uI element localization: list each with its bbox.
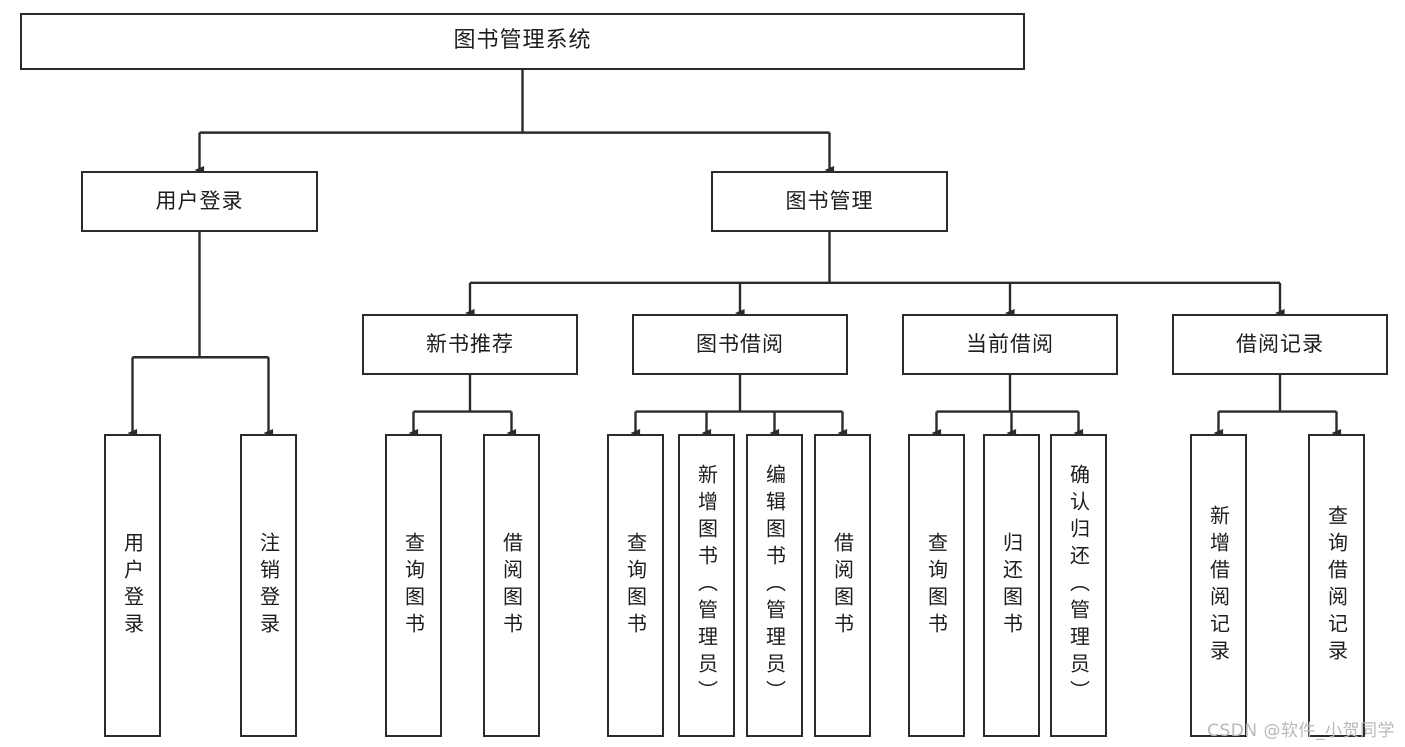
- node-label: 借阅记录: [1236, 331, 1324, 356]
- node-leaf-edit-book[interactable]: 编辑图书（管理员）: [746, 434, 803, 737]
- node-label: 注销登录: [256, 531, 281, 640]
- node-label: 编辑图书（管理员）: [762, 464, 787, 707]
- node-leaf-borrow-book-1[interactable]: 借阅图书: [483, 434, 540, 737]
- node-label: 查询图书: [924, 531, 949, 640]
- node-label: 借阅图书: [830, 531, 855, 640]
- node-label: 用户登录: [120, 531, 145, 640]
- node-label: 图书管理系统: [453, 28, 592, 54]
- node-label: 确认归还（管理员）: [1066, 464, 1091, 707]
- node-label: 图书借阅: [696, 331, 784, 356]
- node-leaf-query-book-1[interactable]: 查询图书: [385, 434, 442, 737]
- node-current-borrow[interactable]: 当前借阅: [902, 314, 1118, 375]
- node-label: 图书管理: [785, 188, 874, 213]
- node-leaf-query-record[interactable]: 查询借阅记录: [1308, 434, 1365, 737]
- node-leaf-query-book-2[interactable]: 查询图书: [607, 434, 664, 737]
- node-leaf-confirm-return[interactable]: 确认归还（管理员）: [1050, 434, 1107, 737]
- node-label: 新增图书（管理员）: [694, 464, 719, 707]
- node-leaf-borrow-book-2[interactable]: 借阅图书: [814, 434, 871, 737]
- node-label: 查询图书: [401, 531, 426, 640]
- node-leaf-user-login[interactable]: 用户登录: [104, 434, 161, 737]
- node-label: 借阅图书: [499, 531, 524, 640]
- node-label: 查询图书: [623, 531, 648, 640]
- node-book-borrow[interactable]: 图书借阅: [632, 314, 848, 375]
- node-root[interactable]: 图书管理系统: [20, 13, 1025, 70]
- node-label: 查询借阅记录: [1324, 504, 1349, 667]
- node-label: 新书推荐: [426, 331, 514, 356]
- node-leaf-logout[interactable]: 注销登录: [240, 434, 297, 737]
- node-label: 用户登录: [155, 188, 244, 213]
- node-leaf-return-book[interactable]: 归还图书: [983, 434, 1040, 737]
- node-label: 新增借阅记录: [1206, 504, 1231, 667]
- node-leaf-query-book-3[interactable]: 查询图书: [908, 434, 965, 737]
- node-book-manage[interactable]: 图书管理: [711, 171, 948, 232]
- node-leaf-add-record[interactable]: 新增借阅记录: [1190, 434, 1247, 737]
- csdn-watermark: CSDN @软件_小贺同学: [1207, 721, 1395, 741]
- node-borrow-record[interactable]: 借阅记录: [1172, 314, 1388, 375]
- node-user-login[interactable]: 用户登录: [81, 171, 318, 232]
- node-label: 当前借阅: [966, 331, 1054, 356]
- node-label: 归还图书: [999, 531, 1024, 640]
- node-new-book-rec[interactable]: 新书推荐: [362, 314, 578, 375]
- node-leaf-add-book[interactable]: 新增图书（管理员）: [678, 434, 735, 737]
